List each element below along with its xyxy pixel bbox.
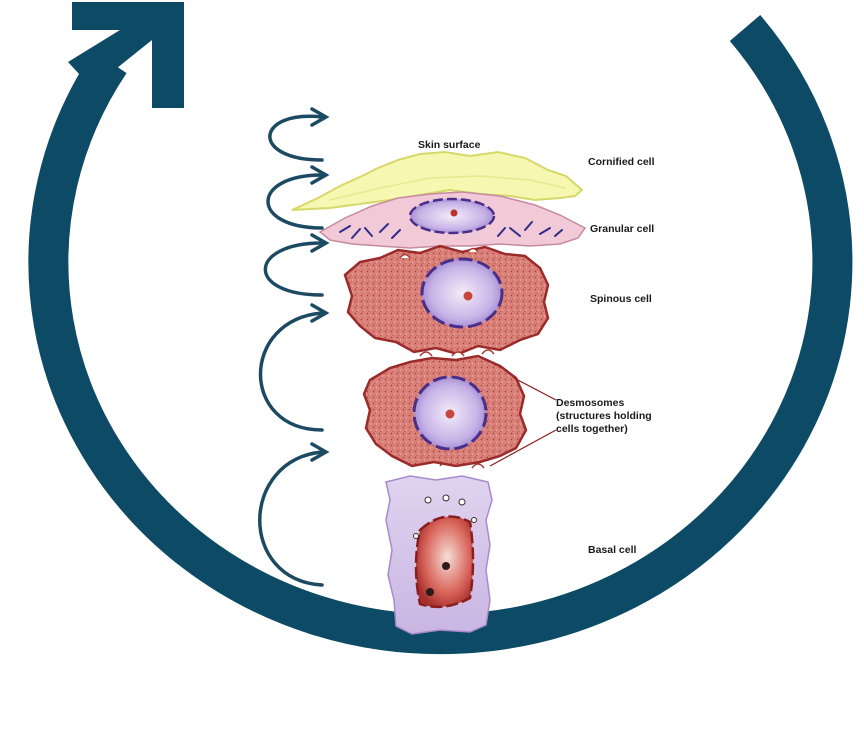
label-spinous-cell: Spinous cell [590, 293, 652, 305]
middle-spinous-cell [364, 356, 526, 466]
label-granular-cell: Granular cell [590, 223, 654, 235]
label-desmosomes-line2: (structures holding [556, 410, 652, 422]
label-cornified-cell: Cornified cell [588, 156, 655, 168]
curl-arrow-icon [260, 444, 326, 585]
basal-nucleus [416, 517, 473, 607]
spinous-nucleus [422, 259, 502, 327]
label-desmosomes-line3: cells together) [556, 423, 628, 435]
curl-arrow-icon [265, 235, 326, 295]
label-skin-surface: Skin surface [418, 139, 481, 151]
spinous-cell [345, 246, 548, 354]
label-desmosomes: Desmosomes [556, 397, 624, 409]
curl-arrow-icon [270, 109, 326, 160]
upward-curl-arrows [260, 109, 326, 585]
label-basal-cell: Basal cell [588, 544, 637, 556]
basal-cell [386, 476, 492, 634]
granular-nucleus [410, 199, 494, 233]
curl-arrow-icon [261, 305, 327, 430]
